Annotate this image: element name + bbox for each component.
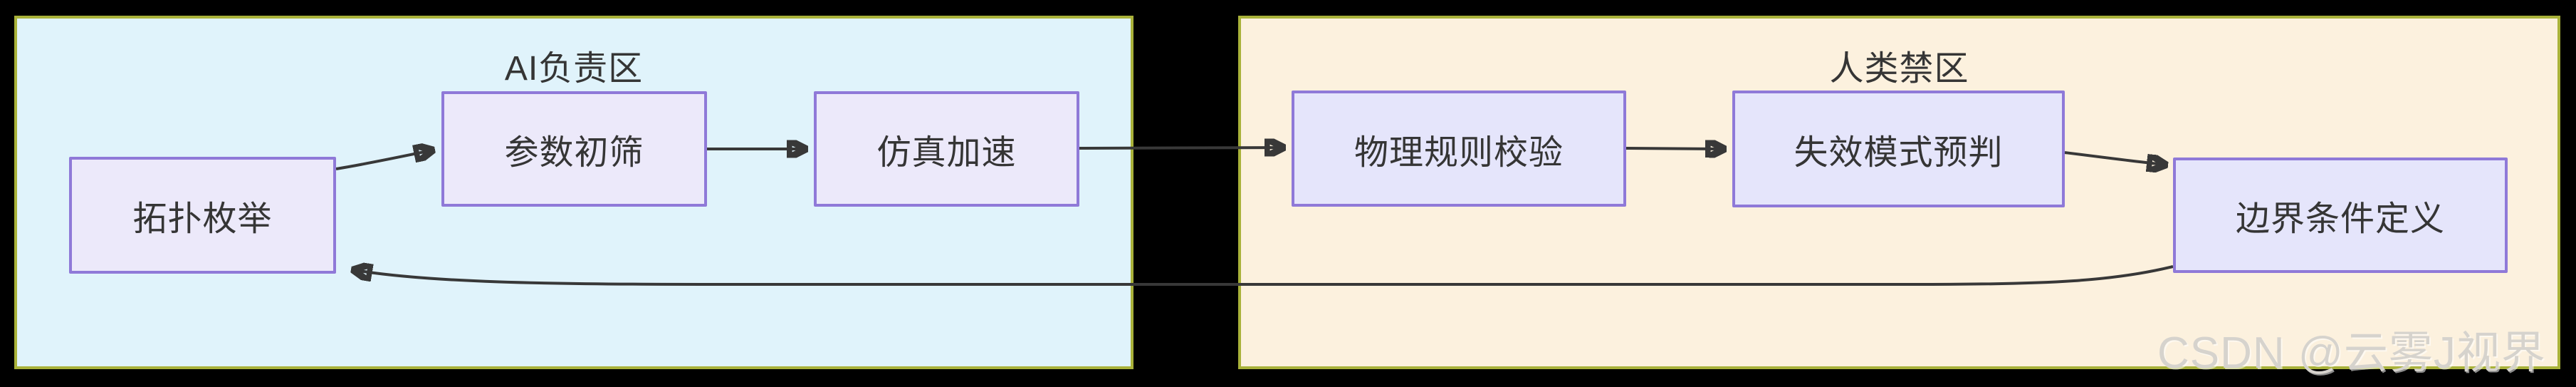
node-failure-mode-prediction: 失效模式预判 xyxy=(1732,91,2065,207)
node-parameter-screening: 参数初筛 xyxy=(441,91,707,207)
zone-human-title: 人类禁区 xyxy=(1829,50,1969,88)
node-label: 边界条件定义 xyxy=(2235,200,2445,238)
node-label: 物理规则校验 xyxy=(1354,133,1564,172)
zone-ai-title: AI负责区 xyxy=(504,50,644,88)
node-label: 失效模式预判 xyxy=(1794,134,2004,172)
node-label: 参数初筛 xyxy=(504,134,644,172)
node-simulation-acceleration: 仿真加速 xyxy=(814,91,1079,207)
csdn-watermark: CSDN @云雾J视界 xyxy=(2157,329,2546,378)
node-topology-enumeration: 拓扑枚举 xyxy=(69,157,336,274)
node-boundary-condition-definition: 边界条件定义 xyxy=(2173,158,2508,273)
node-physics-rule-validation: 物理规则校验 xyxy=(1292,91,1626,207)
node-label: 拓扑枚举 xyxy=(132,200,273,238)
node-label: 仿真加速 xyxy=(876,134,1017,172)
